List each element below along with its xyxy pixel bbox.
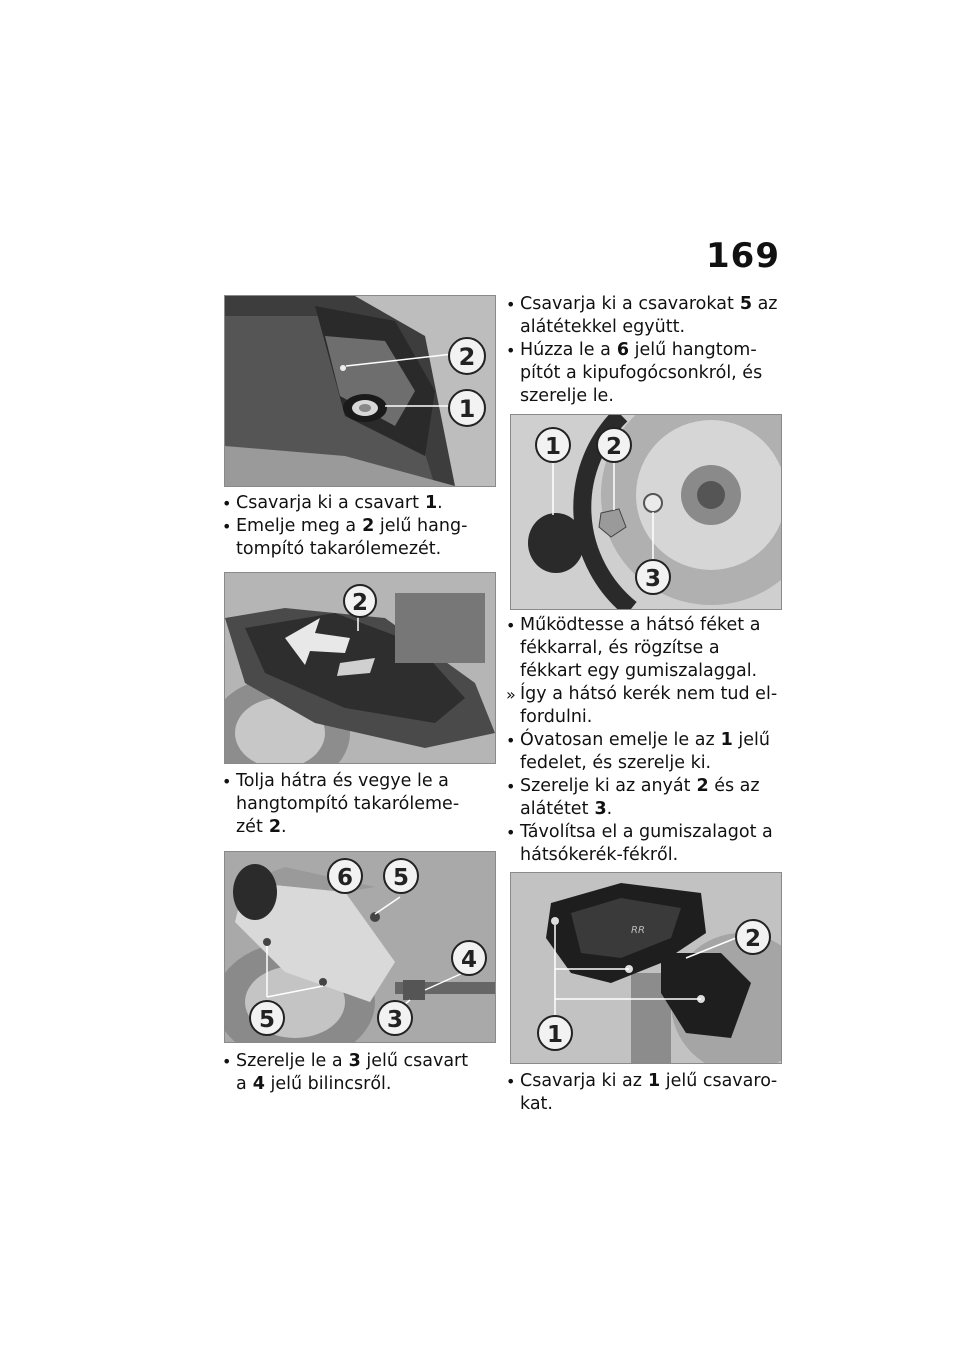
steps-list-5: •Működtesse a hátsó féket a fékkarral, é…: [506, 614, 784, 867]
callout-2: 2: [459, 343, 476, 371]
callout-2: 2: [352, 590, 368, 616]
step-push-cover-back: •Tolja hátra és vegye le a hangtompító t…: [222, 771, 460, 837]
steps-list-2: •Tolja hátra és vegye le a hangtompító t…: [222, 770, 496, 839]
page-number: 169: [706, 236, 780, 276]
photo-silencer-cover-bolt: 2 1: [224, 295, 496, 487]
photo-cover-bolts: RR 2 1: [510, 872, 782, 1064]
photo-wheel-nut: 1 2 3: [510, 414, 782, 610]
svg-text:RR: RR: [631, 925, 645, 936]
callout-3: 3: [645, 566, 661, 592]
callout-1: 1: [459, 395, 476, 423]
photo-silencer-clamp: 6 5 4 5 3: [224, 851, 496, 1043]
callout-2: 2: [745, 926, 761, 952]
callout-5b: 5: [259, 1007, 275, 1033]
callout-2: 2: [606, 434, 622, 460]
step-remove-rubber-band: •Távolítsa el a gumiszalagot a hátsókeré…: [506, 822, 773, 865]
photo-push-cover: 2: [224, 572, 496, 764]
step-apply-brake: •Működtesse a hátsó féket a fékkarral, é…: [506, 615, 761, 681]
callout-5: 5: [393, 865, 409, 891]
callout-4: 4: [461, 947, 477, 973]
callout-1: 1: [545, 434, 561, 460]
callout-3: 3: [387, 1007, 403, 1033]
callout-6: 6: [337, 865, 353, 891]
callout-1: 1: [547, 1022, 563, 1048]
step-result-wheel-locked: »Így a hátsó kerék nem tud el­fordulni.: [506, 684, 778, 727]
